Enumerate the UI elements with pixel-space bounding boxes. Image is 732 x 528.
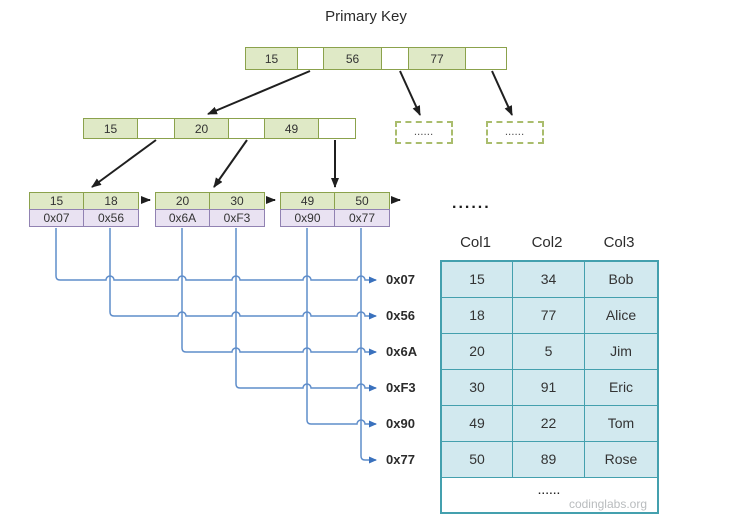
record-pointer-label: 0x77	[386, 452, 415, 467]
record-pointer-label: 0x07	[386, 272, 415, 287]
table-cell: Rose	[585, 442, 657, 478]
record-pointer-lines	[55, 228, 377, 464]
table-row: 30 91 Eric	[442, 370, 657, 406]
leaf-addr-cell: 0x6A	[155, 209, 210, 227]
internal-node: 15 20 49	[83, 118, 356, 139]
table-row: 15 34 Bob	[442, 262, 657, 298]
internal-key-cell: 49	[265, 119, 319, 138]
root-pointer-cell	[298, 48, 324, 69]
column-header: Col2	[531, 234, 563, 251]
leaf-addr-cell: 0xF3	[210, 209, 265, 227]
table-cell: 30	[442, 370, 513, 406]
table-cell: 20	[442, 334, 513, 370]
more-leaves-ellipsis: ......	[452, 195, 491, 212]
table-footer-row: ...... codinglabs.org	[442, 478, 657, 512]
record-pointer-label: 0x56	[386, 308, 415, 323]
root-pointer-cell	[466, 48, 506, 69]
table-cell: 49	[442, 406, 513, 442]
leaf-node: 15 18 0x07 0x56	[29, 192, 139, 227]
table-cell: Jim	[585, 334, 657, 370]
root-node: 15 56 77	[245, 47, 507, 70]
column-header: Col3	[603, 234, 635, 251]
table-cell: Alice	[585, 298, 657, 334]
leaf-key-cell: 30	[210, 192, 265, 210]
more-rows-ellipsis: ......	[538, 486, 561, 497]
leaf-key-cell: 50	[335, 192, 390, 210]
table-cell: Eric	[585, 370, 657, 406]
leaf-addr-cell: 0x90	[280, 209, 335, 227]
internal-pointer-cell	[138, 119, 175, 138]
table-cell: 34	[513, 262, 585, 298]
leaf-addr-cell: 0x56	[84, 209, 139, 227]
column-header: Col1	[460, 234, 491, 251]
leaf-key-cell: 20	[155, 192, 210, 210]
table-cell: 91	[513, 370, 585, 406]
root-key-cell: 77	[409, 48, 466, 69]
leaf-addr-cell: 0x07	[29, 209, 84, 227]
table-cell: 18	[442, 298, 513, 334]
data-table: 15 34 Bob 18 77 Alice 20 5 Jim 30 91 Eri…	[440, 260, 659, 514]
table-cell: 89	[513, 442, 585, 478]
leaf-node: 20 30 0x6A 0xF3	[155, 192, 265, 227]
table-row: 20 5 Jim	[442, 334, 657, 370]
table-cell: 77	[513, 298, 585, 334]
diagram-title: Primary Key	[325, 8, 407, 25]
table-cell: Tom	[585, 406, 657, 442]
table-row: 50 89 Rose	[442, 442, 657, 478]
internal-key-cell: 15	[84, 119, 138, 138]
leaf-key-cell: 18	[84, 192, 139, 210]
root-key-cell: 15	[246, 48, 298, 69]
table-header-row: Col1 Col2 Col3	[440, 234, 657, 251]
watermark: codinglabs.org	[568, 497, 647, 511]
record-pointer-label: 0x6A	[386, 344, 418, 359]
table-cell: 50	[442, 442, 513, 478]
root-pointer-cell	[382, 48, 409, 69]
internal-key-cell: 20	[175, 119, 229, 138]
table-row: 18 77 Alice	[442, 298, 657, 334]
leaf-addr-cell: 0x77	[335, 209, 390, 227]
elided-node: ......	[395, 121, 453, 144]
record-pointer-label: 0x90	[386, 416, 415, 431]
leaf-key-cell: 49	[280, 192, 335, 210]
internal-pointer-cell	[229, 119, 265, 138]
table-cell: 15	[442, 262, 513, 298]
leaf-key-cell: 15	[29, 192, 84, 210]
table-cell: Bob	[585, 262, 657, 298]
table-row: 49 22 Tom	[442, 406, 657, 442]
root-key-cell: 56	[324, 48, 382, 69]
elided-node: ......	[486, 121, 544, 144]
internal-pointer-cell	[319, 119, 355, 138]
table-cell: 5	[513, 334, 585, 370]
table-cell: 22	[513, 406, 585, 442]
leaf-node: 49 50 0x90 0x77	[280, 192, 390, 227]
record-pointer-label: 0xF3	[386, 380, 416, 395]
